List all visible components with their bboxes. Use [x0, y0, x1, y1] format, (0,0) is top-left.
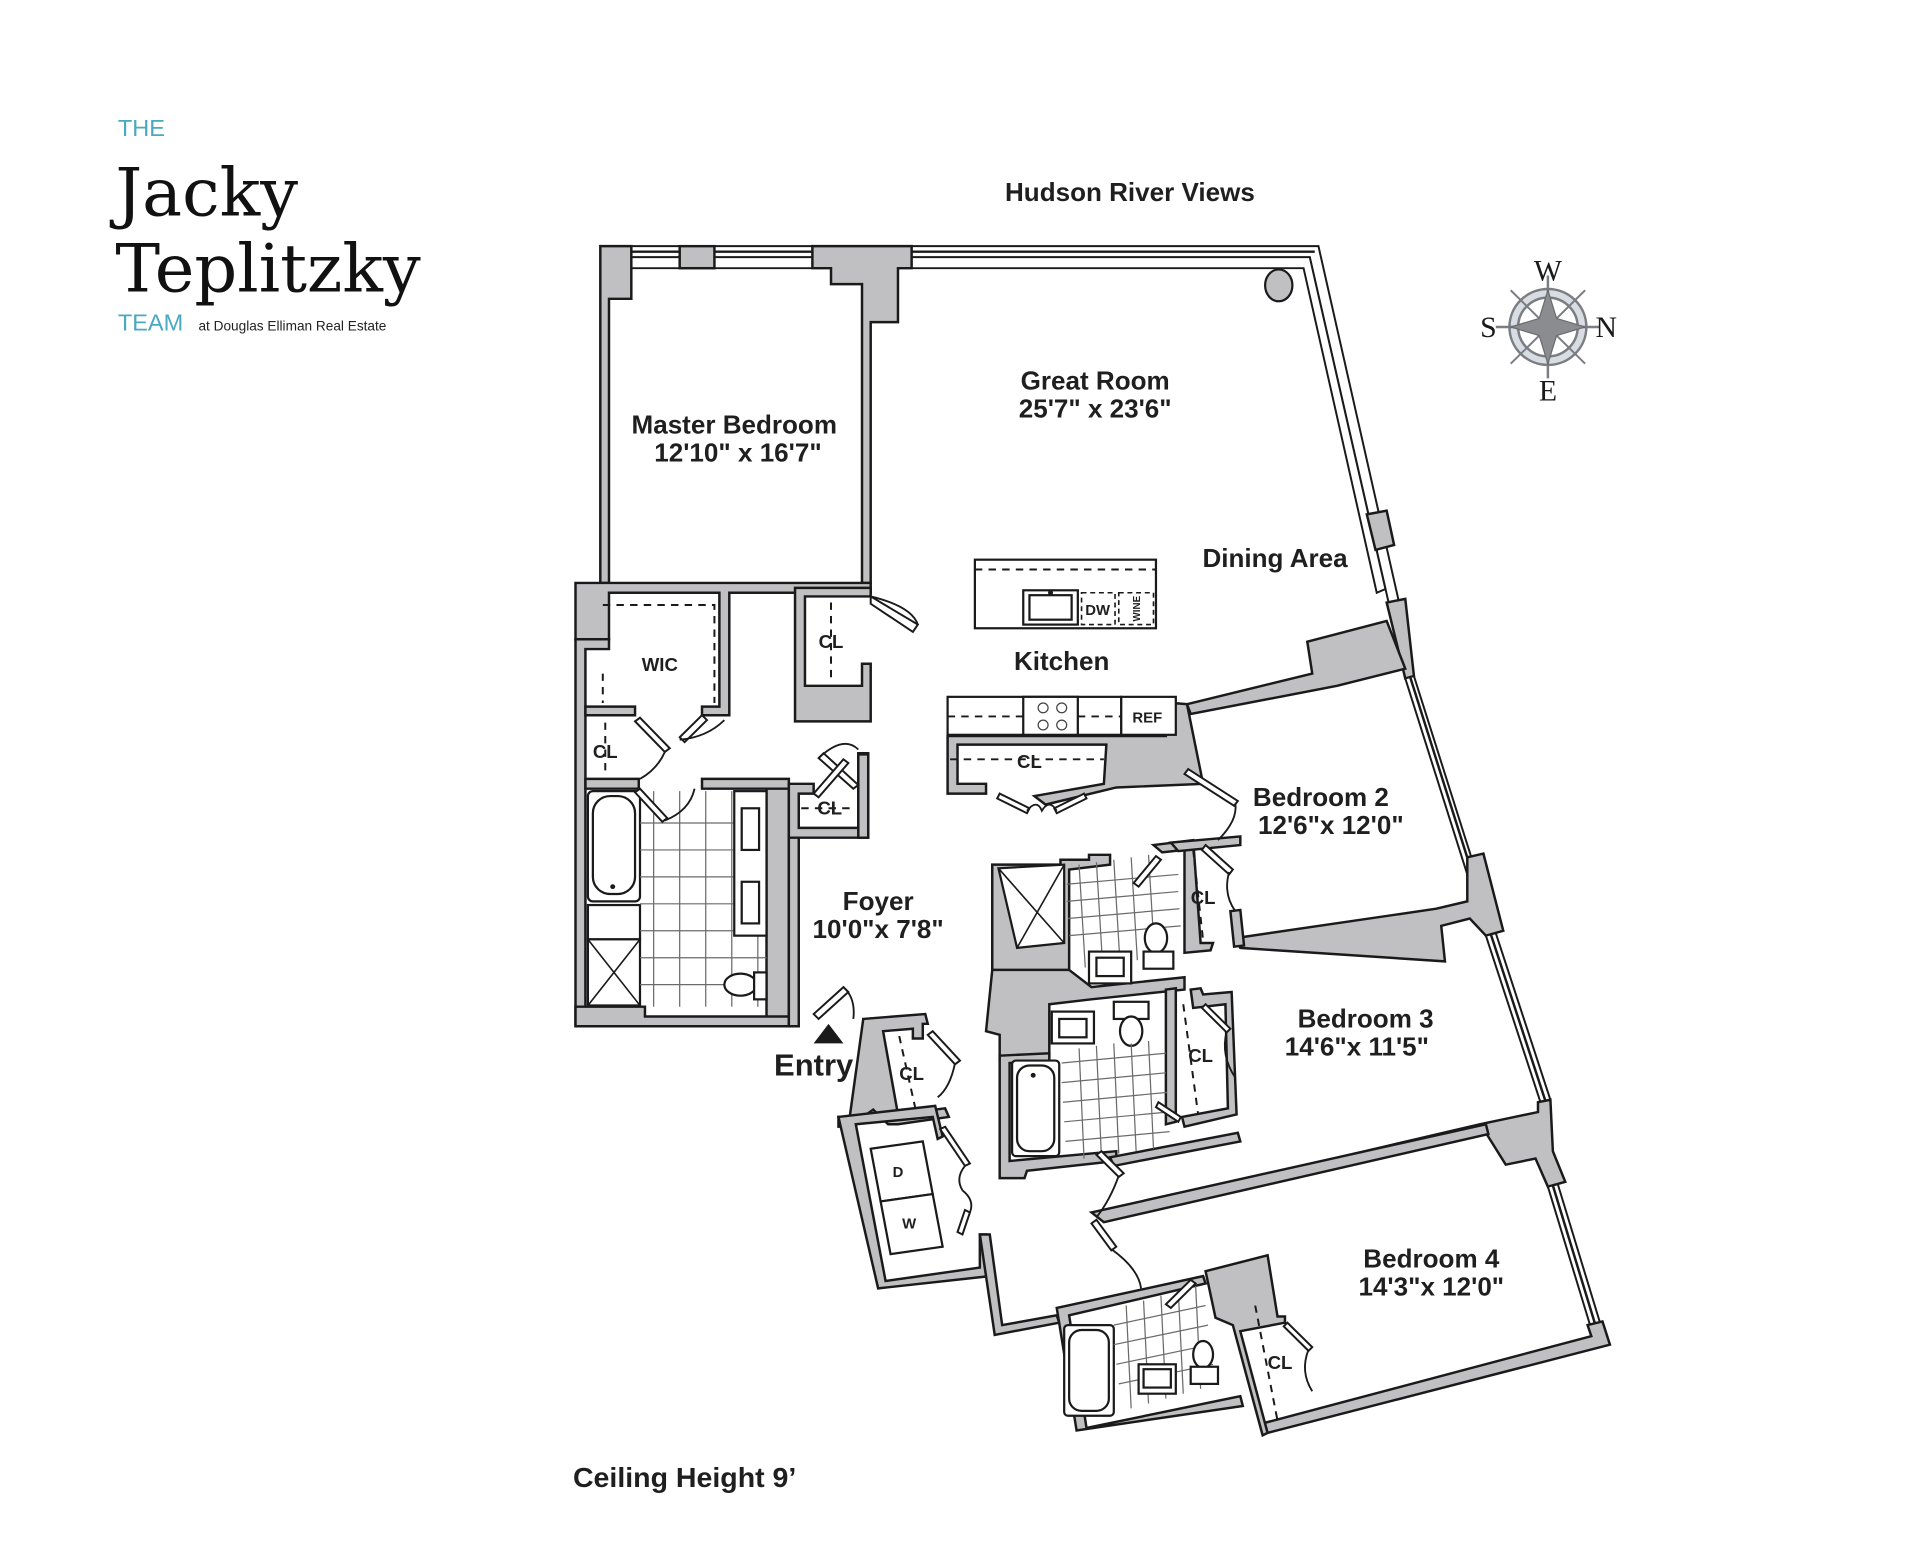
label-closet: CL [899, 1063, 924, 1084]
compass-north: N [1595, 312, 1617, 344]
room-great-room: Great Room 25'7" x 23'6" [1019, 368, 1172, 424]
compass-south: S [1480, 312, 1497, 344]
room-name: Bedroom 4 [1363, 1246, 1500, 1274]
label-dishwasher: DW [1085, 603, 1110, 619]
room-dims: 14'6"x 11'5" [1285, 1034, 1429, 1062]
room-kitchen: Kitchen [1014, 648, 1109, 676]
label-refrigerator: REF [1132, 711, 1162, 727]
room-name: Foyer [843, 888, 914, 916]
view-label: Hudson River Views [1005, 179, 1255, 207]
logo-tagline: at Douglas Elliman Real Estate [198, 319, 386, 334]
fixtures [586, 558, 1314, 1421]
compass-east: E [1539, 376, 1557, 408]
label-closet: CL [1268, 1352, 1293, 1373]
room-name: Great Room [1021, 368, 1170, 396]
ceiling-height-note: Ceiling Height 9’ [573, 1462, 796, 1494]
logo-team: TEAM [118, 310, 183, 336]
room-dims: 25'7" x 23'6" [1019, 396, 1172, 424]
room-name: Bedroom 3 [1298, 1006, 1434, 1034]
room-name: Master Bedroom [632, 412, 837, 440]
label-entry: Entry [774, 1047, 853, 1082]
label-closet: CL [817, 798, 842, 819]
brand-logo: THE Jacky Teplitzky TEAM at Douglas Elli… [109, 115, 421, 336]
label-closet: CL [819, 631, 844, 652]
label-washer: W [902, 1216, 916, 1232]
label-closet: CL [1017, 751, 1042, 772]
room-dining-area: Dining Area [1202, 545, 1348, 573]
label-closet: CL [1191, 887, 1216, 908]
logo-the: THE [118, 115, 165, 141]
room-bedroom-3: Bedroom 3 14'6"x 11'5" [1285, 1006, 1434, 1062]
room-name: Bedroom 2 [1253, 784, 1389, 812]
room-foyer: Foyer 10'0"x 7'8" [813, 888, 944, 944]
room-dims: 14'3"x 12'0" [1358, 1274, 1504, 1302]
logo-jacky: Jacky [109, 154, 298, 232]
label-wic: WIC [642, 654, 678, 675]
compass-west: W [1534, 256, 1562, 288]
room-bedroom-4: Bedroom 4 14'3"x 12'0" [1358, 1246, 1504, 1302]
label-wine: WINE [1132, 595, 1143, 621]
room-labels: Master Bedroom 12'10" x 16'7" Great Room… [593, 368, 1504, 1374]
label-closet: CL [1188, 1045, 1213, 1066]
room-dims: 12'10" x 16'7" [654, 440, 821, 468]
room-dims: 12'6"x 12'0" [1258, 812, 1404, 840]
logo-teplitzky: Teplitzky [115, 230, 421, 308]
label-closet: CL [593, 741, 618, 762]
label-dryer: D [893, 1165, 904, 1181]
entry-arrow-icon [813, 1023, 844, 1044]
room-dims: 10'0"x 7'8" [813, 916, 944, 944]
compass-rose-icon: W S N E [1480, 256, 1617, 408]
room-bedroom-2: Bedroom 2 12'6"x 12'0" [1253, 784, 1404, 840]
room-master-bedroom: Master Bedroom 12'10" x 16'7" [632, 412, 837, 468]
